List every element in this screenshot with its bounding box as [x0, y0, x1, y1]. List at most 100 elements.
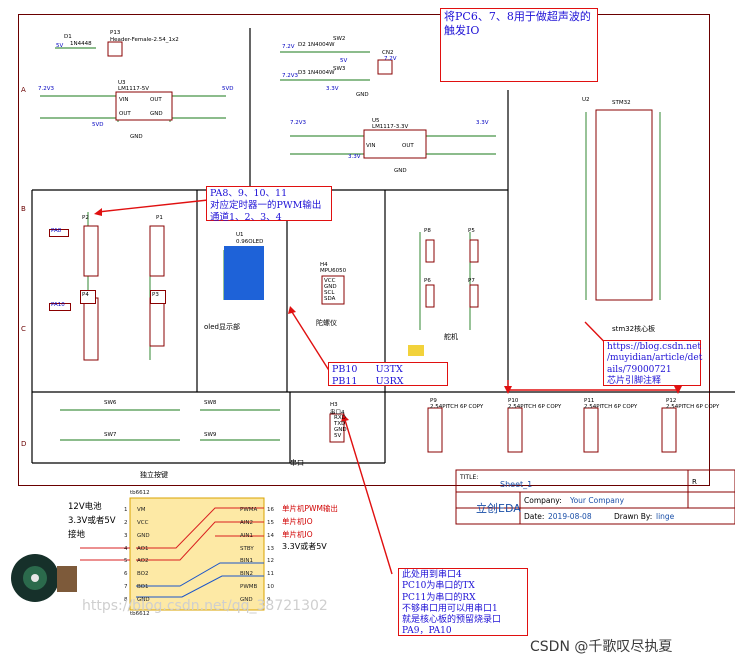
key-sw9: SW9: [204, 432, 217, 438]
serial-pin-txd: TXD: [334, 421, 346, 427]
p3-highlight: [150, 290, 166, 304]
copy-header-p9-part: 2.54PITCH 6P COPY: [430, 404, 484, 410]
d1-ref: D1: [64, 34, 72, 40]
u3-pin-out: OUT: [150, 97, 162, 103]
driver-num-12: 12: [267, 558, 274, 564]
sw3-ref: SW3: [333, 66, 346, 72]
net-72v3-sw3: 7.2V3: [282, 73, 299, 79]
gyro-pin-vcc: VCC: [324, 278, 336, 284]
driver-note-pwm: 单片机PWM输出: [282, 504, 338, 513]
mcu-part: STM32: [612, 100, 631, 106]
net-5v-sw2: 5V: [340, 58, 348, 64]
serial-pin-rxd: RXD: [334, 415, 346, 421]
driver-pin-ao2: AO2: [137, 558, 149, 564]
net-33v-u5: 3.3V: [476, 120, 489, 126]
rev-label: R: [692, 478, 697, 486]
row-marker-d: D: [21, 440, 27, 448]
gnd-u5: GND: [394, 168, 407, 174]
url-line-1[interactable]: https://blog.csdn.net: [607, 342, 702, 352]
key-sw8: SW8: [204, 400, 217, 406]
driver-num-15: 15: [267, 520, 274, 526]
company-label: Company:: [524, 496, 562, 505]
u5-part: LM1117-3.3V: [372, 124, 409, 130]
uart4-line-6: PA9，PA10: [402, 626, 452, 637]
driver-num-7: 7: [124, 584, 128, 590]
driver-label-12v: 12V电池: [68, 502, 102, 512]
net-72v-cn2: 7.2V: [384, 56, 397, 62]
p4-ref: P4: [82, 292, 89, 298]
cn2-ref: CN2: [382, 50, 394, 56]
bt-note-line-1: PB10 U3TX: [332, 364, 403, 375]
net-33v-u5-out: 3.3V: [348, 154, 361, 160]
blog-watermark: https://blog.csdn.net/qq_38721302: [82, 598, 328, 614]
servo-p8: P8: [424, 228, 431, 234]
u5-pin-vin: VIN: [366, 143, 376, 149]
driver-num-13: 13: [267, 546, 274, 552]
gyro-ref: H4: [320, 262, 328, 268]
driver-note-io2: 单片机IO: [282, 530, 313, 539]
url-line-4: 芯片引脚注释: [607, 375, 662, 386]
row-marker-b: B: [21, 205, 26, 213]
driver-num-9: 9: [267, 597, 271, 603]
company-name: Your Company: [570, 496, 625, 505]
pwm-note-line-3: 通道1、2、3、4: [210, 211, 282, 223]
p1-ref: P1: [156, 215, 163, 221]
serial-ref: H3: [330, 402, 338, 408]
driver-pin-pwma: PWMA: [240, 507, 258, 513]
url-line-2[interactable]: /muyidian/article/det: [607, 353, 703, 364]
driver-pin-bin2: BIN2: [240, 571, 254, 577]
uart4-line-4: 不够串口用可以用串口1: [402, 603, 498, 614]
driver-num-2: 2: [124, 520, 128, 526]
servo-p6: P6: [424, 278, 431, 284]
driver-num-1: 1: [124, 507, 128, 513]
driver-part-top: tb6612: [130, 490, 150, 496]
date-label: Date:: [524, 512, 545, 521]
driver-pin-vm: VM: [137, 507, 146, 513]
driver-pin-vcc: VCC: [137, 520, 149, 526]
url-line-3[interactable]: ails/79000721: [607, 364, 672, 375]
net-pa10: PA10: [51, 302, 65, 308]
pwm-note-line-2: 对应定时器一的PWM输出: [210, 199, 322, 211]
pa10-highlight: [49, 303, 71, 311]
driver-pin-pwmb: PWMB: [240, 584, 258, 590]
row-marker-a: A: [21, 86, 26, 94]
pwm-note-line-1: PA8、9、10、11: [210, 188, 288, 199]
driver-pin-gnd-l: GND: [137, 533, 150, 539]
driver-num-14: 14: [267, 533, 274, 539]
driver-pin-bo1: BO1: [137, 584, 149, 590]
oled-module: [224, 246, 264, 300]
driver-num-4: 4: [124, 546, 128, 552]
driver-pin-gnd-r: GND: [240, 597, 253, 603]
d1-part: 1N4448: [70, 41, 92, 47]
p3-ref: P3: [152, 292, 159, 298]
oled-caption: oled显示部: [204, 323, 240, 331]
pwm-channel-note: PA8、9、10、11 对应定时器一的PWM输出 通道1、2、3、4: [206, 186, 332, 223]
driver-num-11: 11: [267, 571, 274, 577]
keys-caption: 独立按键: [140, 471, 168, 479]
mcu-caption: stm32核心板: [612, 325, 656, 333]
uart4-note: 此处用到串口4 PC10为串口的TX PC11为串口的RX 不够串口用可以用串口…: [398, 568, 528, 636]
copy-header-p10: P10: [508, 398, 519, 404]
key-sw7: SW7: [104, 432, 117, 438]
pinout-reference-note: https://blog.csdn.net /muyidian/article/…: [603, 340, 703, 386]
u3-pin-vin: VIN: [119, 97, 129, 103]
driver-pin-bin1: BIN1: [240, 558, 254, 564]
copy-header-p12: P12: [666, 398, 677, 404]
driver-label-vcc: 3.3V或者5V: [68, 516, 116, 526]
net-5vd-left: 5VD: [92, 122, 104, 128]
servo-p5: P5: [468, 228, 475, 234]
driver-num-16: 16: [267, 507, 274, 513]
net-5v-d1: 5V: [56, 43, 64, 49]
copy-header-p10-part: 2.54PITCH 6P COPY: [508, 404, 562, 410]
net-5vd-right: 5VD: [222, 86, 234, 92]
net-72v3-left: 7.2V3: [38, 86, 55, 92]
serial-pin-5v: 5V: [334, 433, 342, 439]
date-value: 2019-08-08: [548, 512, 592, 521]
driver-pin-stby: STBY: [240, 546, 254, 552]
driver-num-5: 5: [124, 558, 128, 564]
oled-ref: U1: [236, 232, 244, 238]
net-33v-sw3: 3.3V: [326, 86, 339, 92]
u3-pin-gnd: GND: [150, 111, 163, 117]
gyro-caption: 陀螺仪: [316, 319, 337, 327]
copy-header-p9: P9: [430, 398, 437, 404]
